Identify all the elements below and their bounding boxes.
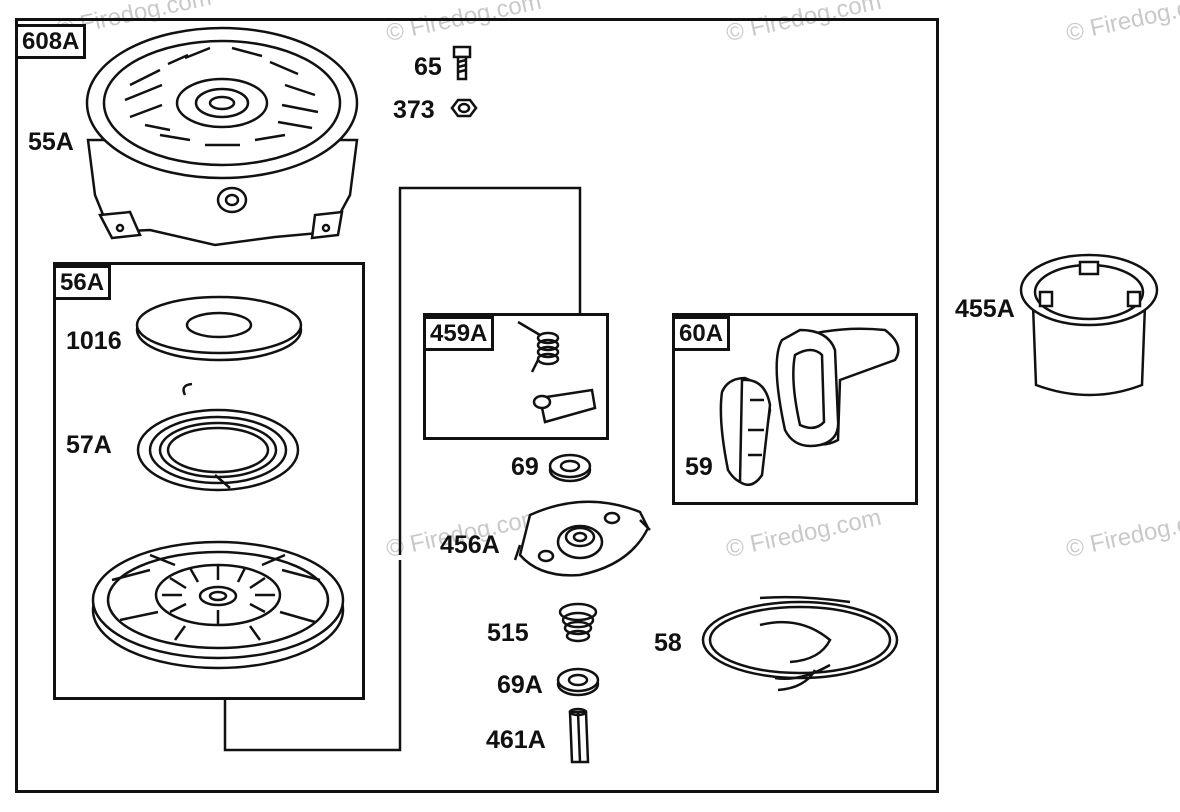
- connector-lines: [223, 186, 582, 752]
- part-label-69a: 69A: [497, 671, 543, 699]
- part-label-57a: 57A: [66, 431, 112, 459]
- handle-drawing: [719, 327, 900, 487]
- spring-515-drawing: [558, 602, 598, 643]
- cover-drawing: [85, 26, 359, 247]
- group-label-608a: 608A: [15, 24, 87, 59]
- group-label-60a: 60A: [672, 316, 731, 351]
- pawl-drawing: [532, 388, 597, 424]
- spring-57a-drawing: [136, 382, 300, 492]
- group-box-pawl-kit: [423, 313, 609, 440]
- part-label-1016: 1016: [66, 327, 122, 355]
- part-label-515: 515: [487, 619, 529, 647]
- washer-69-drawing: [548, 453, 592, 483]
- pulley-drawing: [91, 540, 345, 670]
- cup-drawing: [1019, 253, 1159, 397]
- part-label-461a: 461A: [486, 726, 546, 754]
- washer-1016-drawing: [135, 295, 303, 362]
- part-label-58: 58: [654, 629, 682, 657]
- part-label-69: 69: [511, 453, 539, 481]
- retainer-drawing: [513, 500, 651, 577]
- part-label-456a: 456A: [440, 531, 500, 559]
- bolt-drawing: [452, 45, 472, 81]
- nut-drawing: [450, 98, 478, 118]
- group-box-handle-kit: [672, 313, 918, 505]
- group-box-outer: [15, 18, 939, 793]
- part-label-65: 65: [414, 53, 442, 81]
- part-label-59: 59: [685, 453, 713, 481]
- rope-drawing: [701, 595, 899, 692]
- group-label-459a: 459A: [423, 316, 495, 351]
- group-label-56a: 56A: [53, 265, 112, 300]
- pawl-spring-drawing: [517, 320, 560, 373]
- washer-69a-drawing: [556, 667, 600, 697]
- group-box-spring-pulley: [53, 262, 365, 700]
- part-label-455a: 455A: [955, 295, 1015, 323]
- pin-drawing: [568, 707, 590, 764]
- part-label-55a: 55A: [28, 128, 74, 156]
- part-label-373: 373: [393, 96, 435, 124]
